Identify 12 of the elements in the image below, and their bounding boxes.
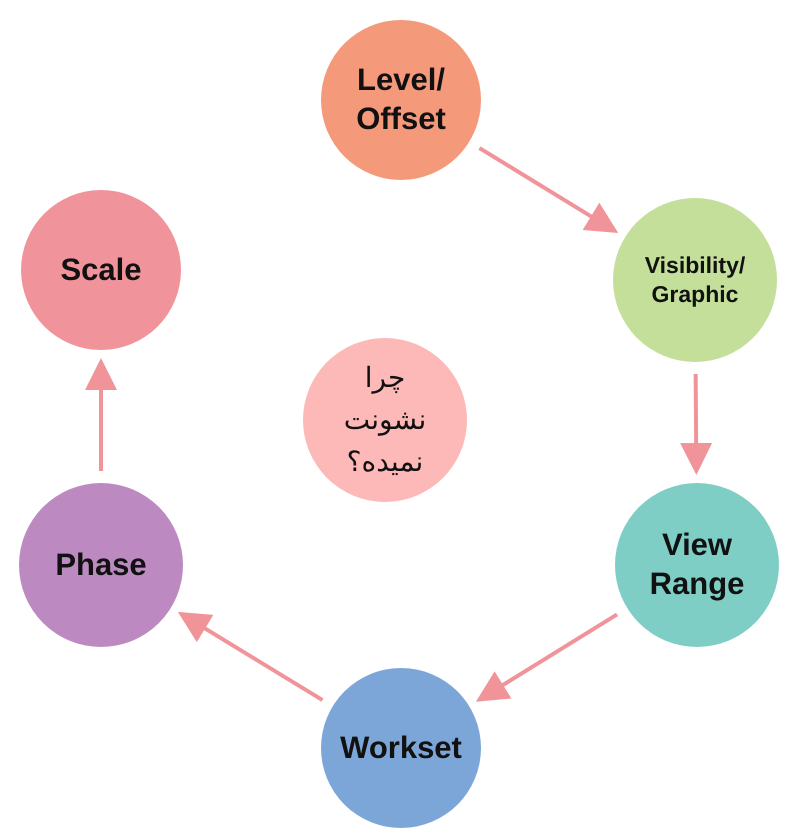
node-label: Visibility/ Graphic <box>644 251 746 309</box>
node-label: Phase <box>55 546 147 584</box>
arrow <box>178 612 324 702</box>
node-label: Level/ Offset <box>355 61 447 138</box>
arrow <box>680 374 712 475</box>
arrow <box>85 358 117 471</box>
arrow <box>476 612 618 702</box>
node-label: Workset <box>340 728 462 767</box>
node-label: چرا نشونت نمیده؟ <box>342 360 428 480</box>
arrow <box>478 146 618 233</box>
node-label: Scale <box>60 250 142 289</box>
node-label: View Range <box>648 526 746 603</box>
